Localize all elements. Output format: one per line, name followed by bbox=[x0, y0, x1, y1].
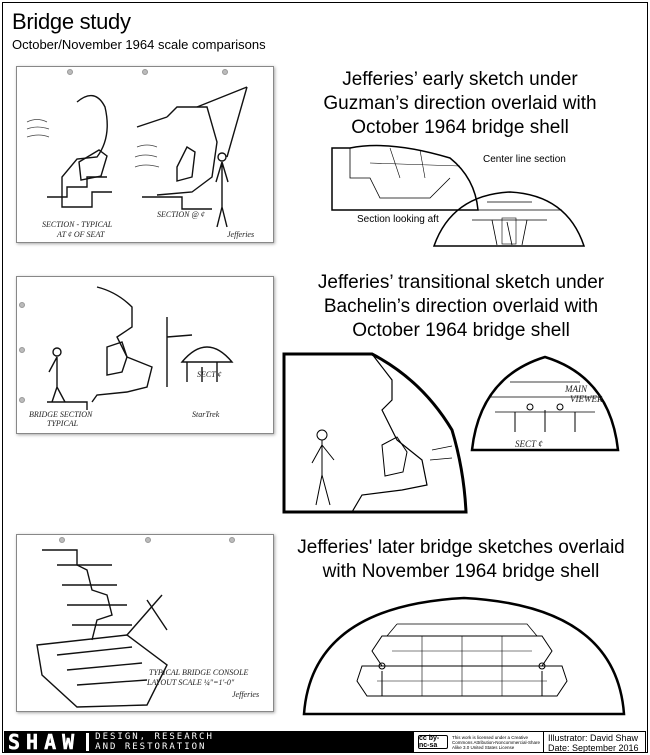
caption-row-1: Jefferies’ early sketch under Guzman’s d… bbox=[323, 69, 597, 138]
label-center-line-section: Center line section bbox=[483, 154, 566, 165]
svg-text:AT ¢ OF SEAT: AT ¢ OF SEAT bbox=[56, 230, 105, 239]
logo-tagline: DESIGN, RESEARCH AND RESTORATION bbox=[95, 732, 214, 752]
transitional-overlay-large bbox=[282, 352, 468, 514]
svg-text:SECT ¢: SECT ¢ bbox=[197, 370, 222, 379]
shaw-logo: SHAW DESIGN, RESEARCH AND RESTORATION bbox=[4, 730, 414, 755]
svg-text:Jefferies: Jefferies bbox=[232, 690, 259, 699]
sketch-panel-later: TYPICAL BRIDGE CONSOLE LAYOUT SCALE ¼"=1… bbox=[16, 534, 274, 712]
later-sketch-drawing: TYPICAL BRIDGE CONSOLE LAYOUT SCALE ¼"=1… bbox=[36, 549, 259, 708]
svg-text:VIEWER: VIEWER bbox=[570, 394, 603, 404]
page-subtitle: October/November 1964 scale comparisons bbox=[12, 37, 266, 52]
transitional-overlay-small: MAIN VIEWER SECT ¢ bbox=[470, 355, 620, 452]
svg-text:Jefferies: Jefferies bbox=[227, 230, 254, 239]
illustrator-credit: Illustrator: David Shaw bbox=[548, 733, 639, 743]
credit-block: Illustrator: David Shaw Date: September … bbox=[544, 731, 646, 753]
cc-license-icon[interactable]: cc by-nc-sa bbox=[418, 735, 448, 749]
caption-row-3: Jefferies' later bridge sketches overlai… bbox=[297, 537, 625, 582]
section-looking-aft-overlay bbox=[432, 191, 586, 247]
svg-text:TYPICAL BRIDGE CONSOLE: TYPICAL BRIDGE CONSOLE bbox=[149, 668, 249, 677]
svg-text:BRIDGE SECTION: BRIDGE SECTION bbox=[29, 410, 93, 419]
svg-text:TYPICAL: TYPICAL bbox=[47, 419, 79, 428]
date-credit: Date: September 2016 bbox=[548, 743, 639, 753]
svg-text:StarTrek: StarTrek bbox=[192, 410, 220, 419]
svg-text:SECTION @ ¢: SECTION @ ¢ bbox=[157, 210, 205, 219]
early-sketch-drawing: SECTION - TYPICAL AT ¢ OF SEAT SECTION @… bbox=[26, 86, 254, 239]
transitional-sketch-drawing: BRIDGE SECTION TYPICAL SECT ¢ StarTrek bbox=[29, 286, 234, 428]
center-line-section-overlay bbox=[331, 144, 479, 211]
license-block: cc by-nc-sa This work is licensed under … bbox=[414, 731, 544, 753]
svg-text:LAYOUT SCALE ¼"=1'-0": LAYOUT SCALE ¼"=1'-0" bbox=[146, 678, 235, 687]
svg-text:MAIN: MAIN bbox=[564, 384, 588, 394]
svg-text:SECTION - TYPICAL: SECTION - TYPICAL bbox=[42, 220, 113, 229]
license-text: This work is licensed under a Creative C… bbox=[452, 734, 541, 750]
sketch-panel-transitional: BRIDGE SECTION TYPICAL SECT ¢ StarTrek bbox=[16, 276, 274, 434]
sketch-panel-early: SECTION - TYPICAL AT ¢ OF SEAT SECTION @… bbox=[16, 66, 274, 243]
later-overlay-shell bbox=[302, 596, 626, 716]
caption-row-2: Jefferies’ transitional sketch under Bac… bbox=[317, 272, 605, 341]
label-section-looking-aft: Section looking aft bbox=[357, 214, 439, 225]
logo-wordmark: SHAW bbox=[8, 730, 81, 755]
footer: SHAW DESIGN, RESEARCH AND RESTORATION cc… bbox=[4, 730, 646, 755]
svg-text:SECT ¢: SECT ¢ bbox=[515, 439, 543, 449]
page-title: Bridge study bbox=[12, 9, 131, 34]
